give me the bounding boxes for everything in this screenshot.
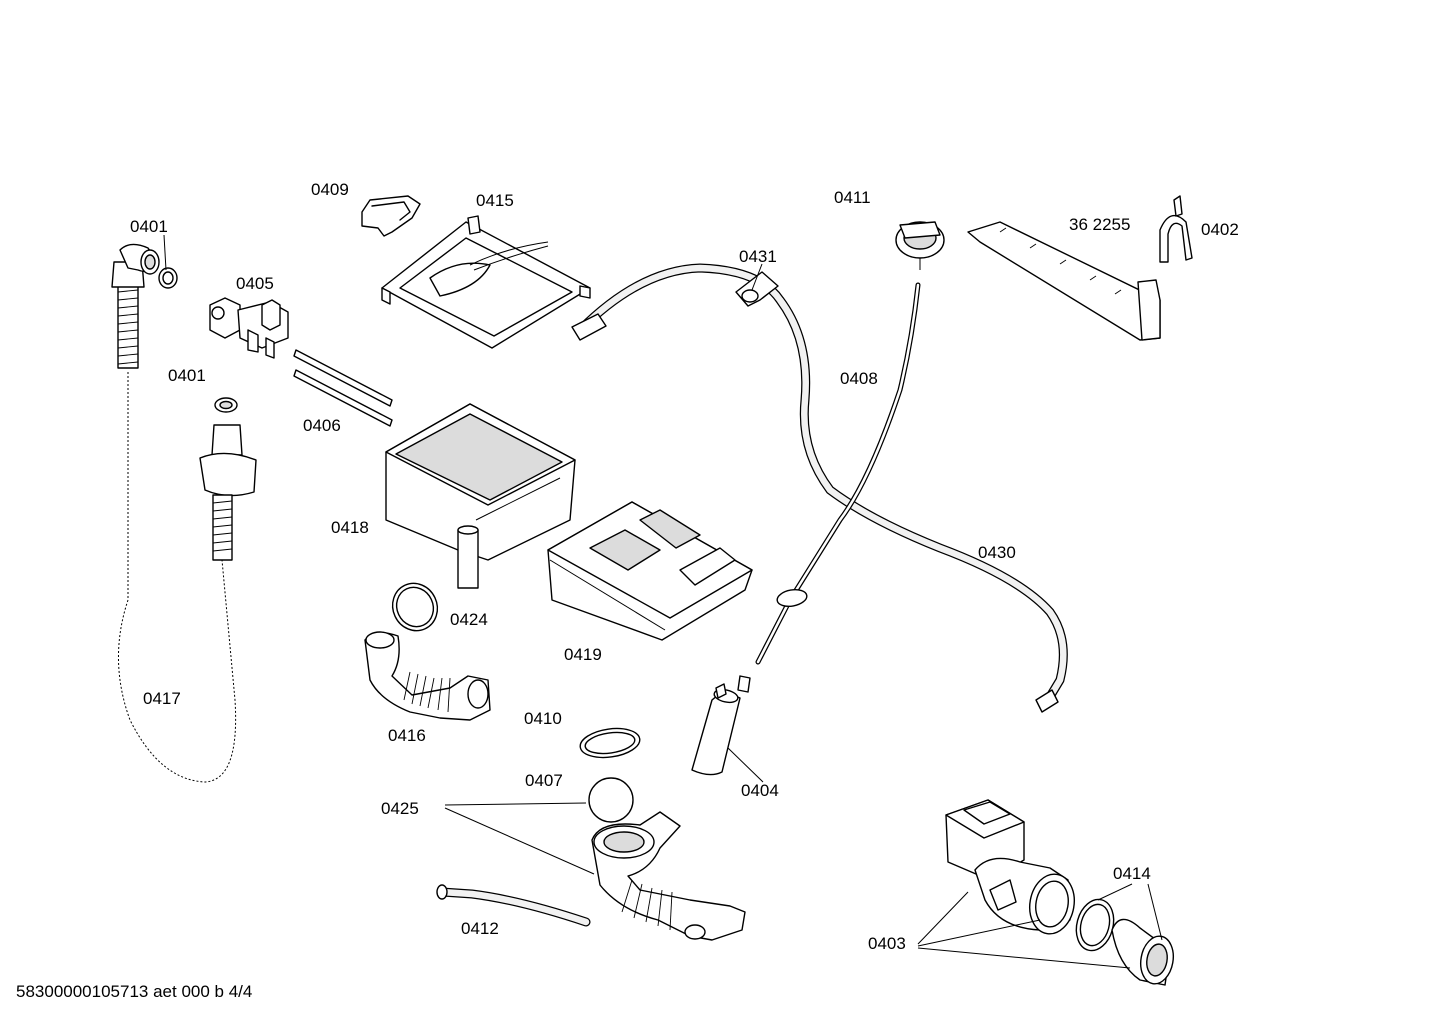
label-0411: 0411 xyxy=(834,188,871,207)
part-362255-cable-rail xyxy=(967,221,1161,341)
label-0424: 0424 xyxy=(450,610,488,629)
part-0401-inlet-hose-upper xyxy=(111,243,160,369)
label-0415: 0415 xyxy=(476,191,514,210)
label-0406: 0406 xyxy=(303,416,341,435)
footer-doc-number: 58300000105713 aet 000 b 4/4 xyxy=(16,982,252,1001)
part-0415-dispenser-top-frame xyxy=(381,215,591,349)
part-0414-filter-seal xyxy=(1075,898,1115,952)
part-0404-air-trap xyxy=(691,675,751,776)
part-0406-tubes xyxy=(293,349,393,427)
part-0411-pressure-switch xyxy=(895,221,945,270)
part-0407-ball xyxy=(588,777,634,823)
label-0402: 0402 xyxy=(1201,220,1239,239)
label-0412: 0412 xyxy=(461,919,499,938)
leader-lines xyxy=(163,234,1163,969)
label-0417: 0417 xyxy=(143,689,181,708)
label-0419: 0419 xyxy=(564,645,602,664)
part-0419-detergent-drawer xyxy=(547,501,753,641)
part-0405-solenoid-valve xyxy=(209,297,289,359)
part-0418-dispenser-housing xyxy=(385,403,576,589)
part-0403-drain-pump xyxy=(945,799,1075,935)
part-labels: 0401 0409 0415 0405 0411 36 2255 0402 04… xyxy=(130,180,1239,953)
label-0416: 0416 xyxy=(388,726,426,745)
label-0407: 0407 xyxy=(525,771,563,790)
part-0410-seal-ring xyxy=(579,727,641,759)
label-0401-lower: 0401 xyxy=(168,366,206,385)
label-0425: 0425 xyxy=(381,799,419,818)
part-0430-drain-hose xyxy=(571,263,1068,713)
label-0410: 0410 xyxy=(524,709,562,728)
label-362255: 36 2255 xyxy=(1069,215,1130,234)
label-0431: 0431 xyxy=(739,247,777,266)
part-0425-sump-hose xyxy=(591,811,746,941)
part-0412-small-hose xyxy=(436,884,591,927)
part-0416-bellows-hose xyxy=(364,631,491,721)
label-0430: 0430 xyxy=(978,543,1016,562)
part-0424-seal-ring xyxy=(391,582,439,632)
label-0401-upper: 0401 xyxy=(130,217,168,236)
part-0401-seal-ring-lower xyxy=(214,397,238,413)
part-0409-bracket xyxy=(361,195,421,237)
label-0408: 0408 xyxy=(840,369,878,388)
label-0404: 0404 xyxy=(741,781,779,800)
part-0414-filter xyxy=(1111,918,1174,986)
part-0408-pressure-tube xyxy=(755,282,921,665)
label-0403: 0403 xyxy=(868,934,906,953)
label-0409: 0409 xyxy=(311,180,349,199)
part-0401-seal-ring-upper xyxy=(158,267,178,289)
label-0405: 0405 xyxy=(236,274,274,293)
part-0417-inlet-hose-lower xyxy=(118,372,257,783)
label-0418: 0418 xyxy=(331,518,369,537)
part-0402-hose-clip xyxy=(1159,195,1193,263)
part-0431-hose-clip xyxy=(735,271,779,307)
label-0414: 0414 xyxy=(1113,864,1151,883)
